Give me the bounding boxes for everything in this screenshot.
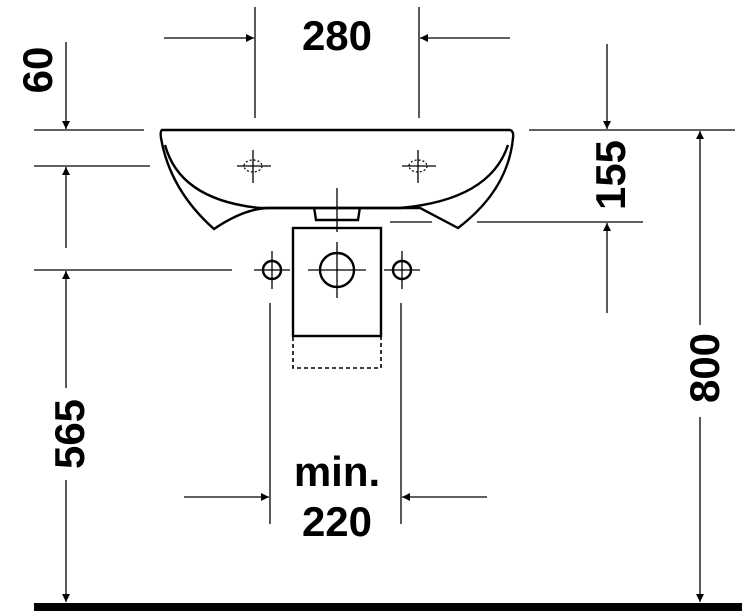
dimension-60: 60 (14, 42, 150, 248)
dimension-label-155: 155 (587, 140, 634, 210)
dimension-label-min: min. (294, 448, 380, 495)
dimension-280: 280 (164, 7, 510, 118)
dimension-label-800: 800 (681, 333, 728, 403)
fixing-hole-left (254, 251, 290, 289)
dimension-label-280: 280 (302, 12, 372, 59)
dimension-label-565: 565 (46, 399, 93, 469)
tap-hole-left (237, 150, 271, 183)
dimension-565: 565 (34, 269, 232, 602)
tap-hole-right (402, 150, 436, 183)
fixing-hole-right (384, 251, 420, 289)
dimension-800: 800 (681, 131, 728, 602)
dimension-label-60: 60 (14, 47, 61, 94)
waste-box (291, 226, 383, 369)
dimension-label-220: 220 (302, 498, 372, 545)
floor-line (34, 603, 742, 611)
dimension-min-220: min. 220 (184, 303, 487, 545)
dimension-155: 155 (390, 44, 735, 313)
